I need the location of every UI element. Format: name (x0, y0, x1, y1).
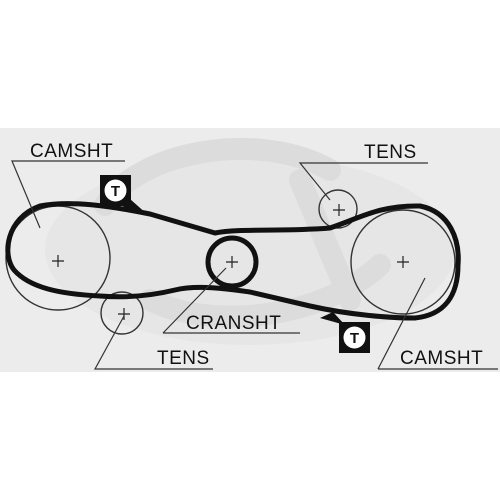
label-tensioner-bottom: TENS (157, 348, 210, 369)
pulley-center-marks (52, 204, 409, 320)
label-camshaft-left: CAMSHT (30, 141, 113, 162)
tension-marker-bottom-label: T (350, 330, 359, 347)
label-crankshaft: CRANSHT (186, 313, 281, 334)
tension-marker-top-label: T (111, 183, 120, 200)
right-camshaft-pulley (350, 209, 456, 315)
top-tensioner-pulley (318, 189, 358, 229)
bottom-tensioner-pulley (100, 291, 144, 335)
tension-marker-top: T (100, 175, 148, 215)
tension-marker-bottom: T (320, 312, 370, 353)
timing-belt (5, 201, 461, 321)
crankshaft-pulley (205, 235, 259, 289)
leader-lines (11, 160, 498, 370)
label-tensioner-top: TENS (364, 142, 417, 163)
label-camshaft-right: CAMSHT (400, 348, 483, 369)
